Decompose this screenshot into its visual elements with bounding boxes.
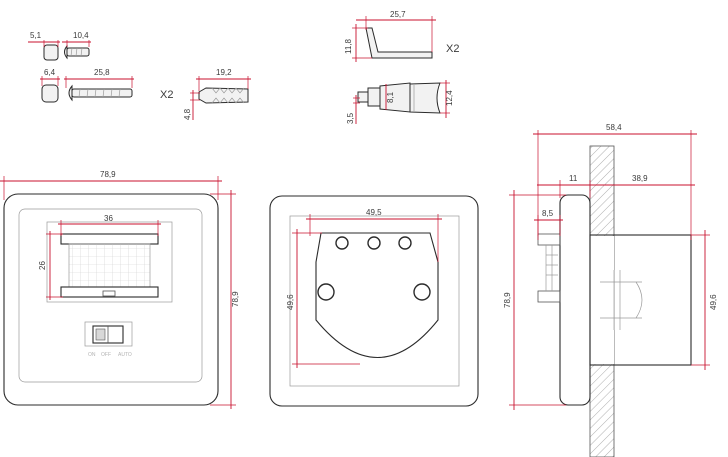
small-screw-part xyxy=(43,44,90,61)
clip-dimensions: 3,5 8,1 12,4 xyxy=(346,80,454,124)
wall-plug-part xyxy=(198,87,249,104)
side-height-label: 78,9 xyxy=(503,292,512,308)
long-screw-part xyxy=(41,84,133,103)
bracket-part xyxy=(365,27,433,59)
clip-part xyxy=(357,82,441,114)
side-view xyxy=(537,145,692,457)
wall-plug-dimensions: 19,2 4,8 xyxy=(183,68,251,120)
clip-end-label: 12,4 xyxy=(445,90,454,106)
box-width-label: 49,5 xyxy=(366,208,382,217)
back-view-dimensions: 49,5 49,6 xyxy=(286,208,442,368)
wall-plug-diameter-label: 4,8 xyxy=(183,108,192,120)
switch-label-off: OFF xyxy=(101,352,111,358)
bracket-dimensions: 25,7 11,8 xyxy=(344,10,436,62)
box-height-label: 49,6 xyxy=(286,294,295,310)
wall-plug-length-label: 19,2 xyxy=(216,68,232,77)
bracket-height-label: 11,8 xyxy=(344,38,353,54)
side-view-dimensions: 58,4 11 38,9 8,5 78,9 49,6 xyxy=(503,123,718,410)
long-screw-head-label: 6,4 xyxy=(44,68,56,77)
front-height-label: 78,9 xyxy=(231,291,240,307)
sensor-width-label: 36 xyxy=(104,214,113,223)
plate-depth-label: 11 xyxy=(569,174,578,183)
bracket-width-label: 25,7 xyxy=(390,10,406,19)
switch-label-auto: AUTO xyxy=(118,352,132,358)
side-box-height-label: 49,6 xyxy=(709,294,718,310)
long-screw-dimensions: 6,4 25,8 xyxy=(40,68,134,88)
sensor-height-label: 26 xyxy=(38,261,47,270)
small-screw-dimensions: 5,1 10,4 xyxy=(28,31,91,47)
small-screw-length-label: 10,4 xyxy=(73,31,89,40)
front-width-label: 78,9 xyxy=(100,170,116,179)
switch-label-on: ON xyxy=(88,352,96,358)
clip-body-label: 8,1 xyxy=(386,91,395,103)
bracket-quantity: X2 xyxy=(446,43,459,55)
small-screw-head-label: 5,1 xyxy=(30,31,42,40)
total-depth-label: 58,4 xyxy=(606,123,622,132)
back-view xyxy=(269,195,479,407)
front-view-dimensions: 78,9 78,9 36 26 xyxy=(0,170,240,409)
clip-pin-label: 3,5 xyxy=(346,112,355,124)
box-depth-label: 38,9 xyxy=(632,174,648,183)
screws-quantity: X2 xyxy=(160,89,173,101)
long-screw-length-label: 25,8 xyxy=(94,68,110,77)
front-view: ON OFF AUTO xyxy=(3,193,219,406)
lens-depth-label: 8,5 xyxy=(542,209,554,218)
